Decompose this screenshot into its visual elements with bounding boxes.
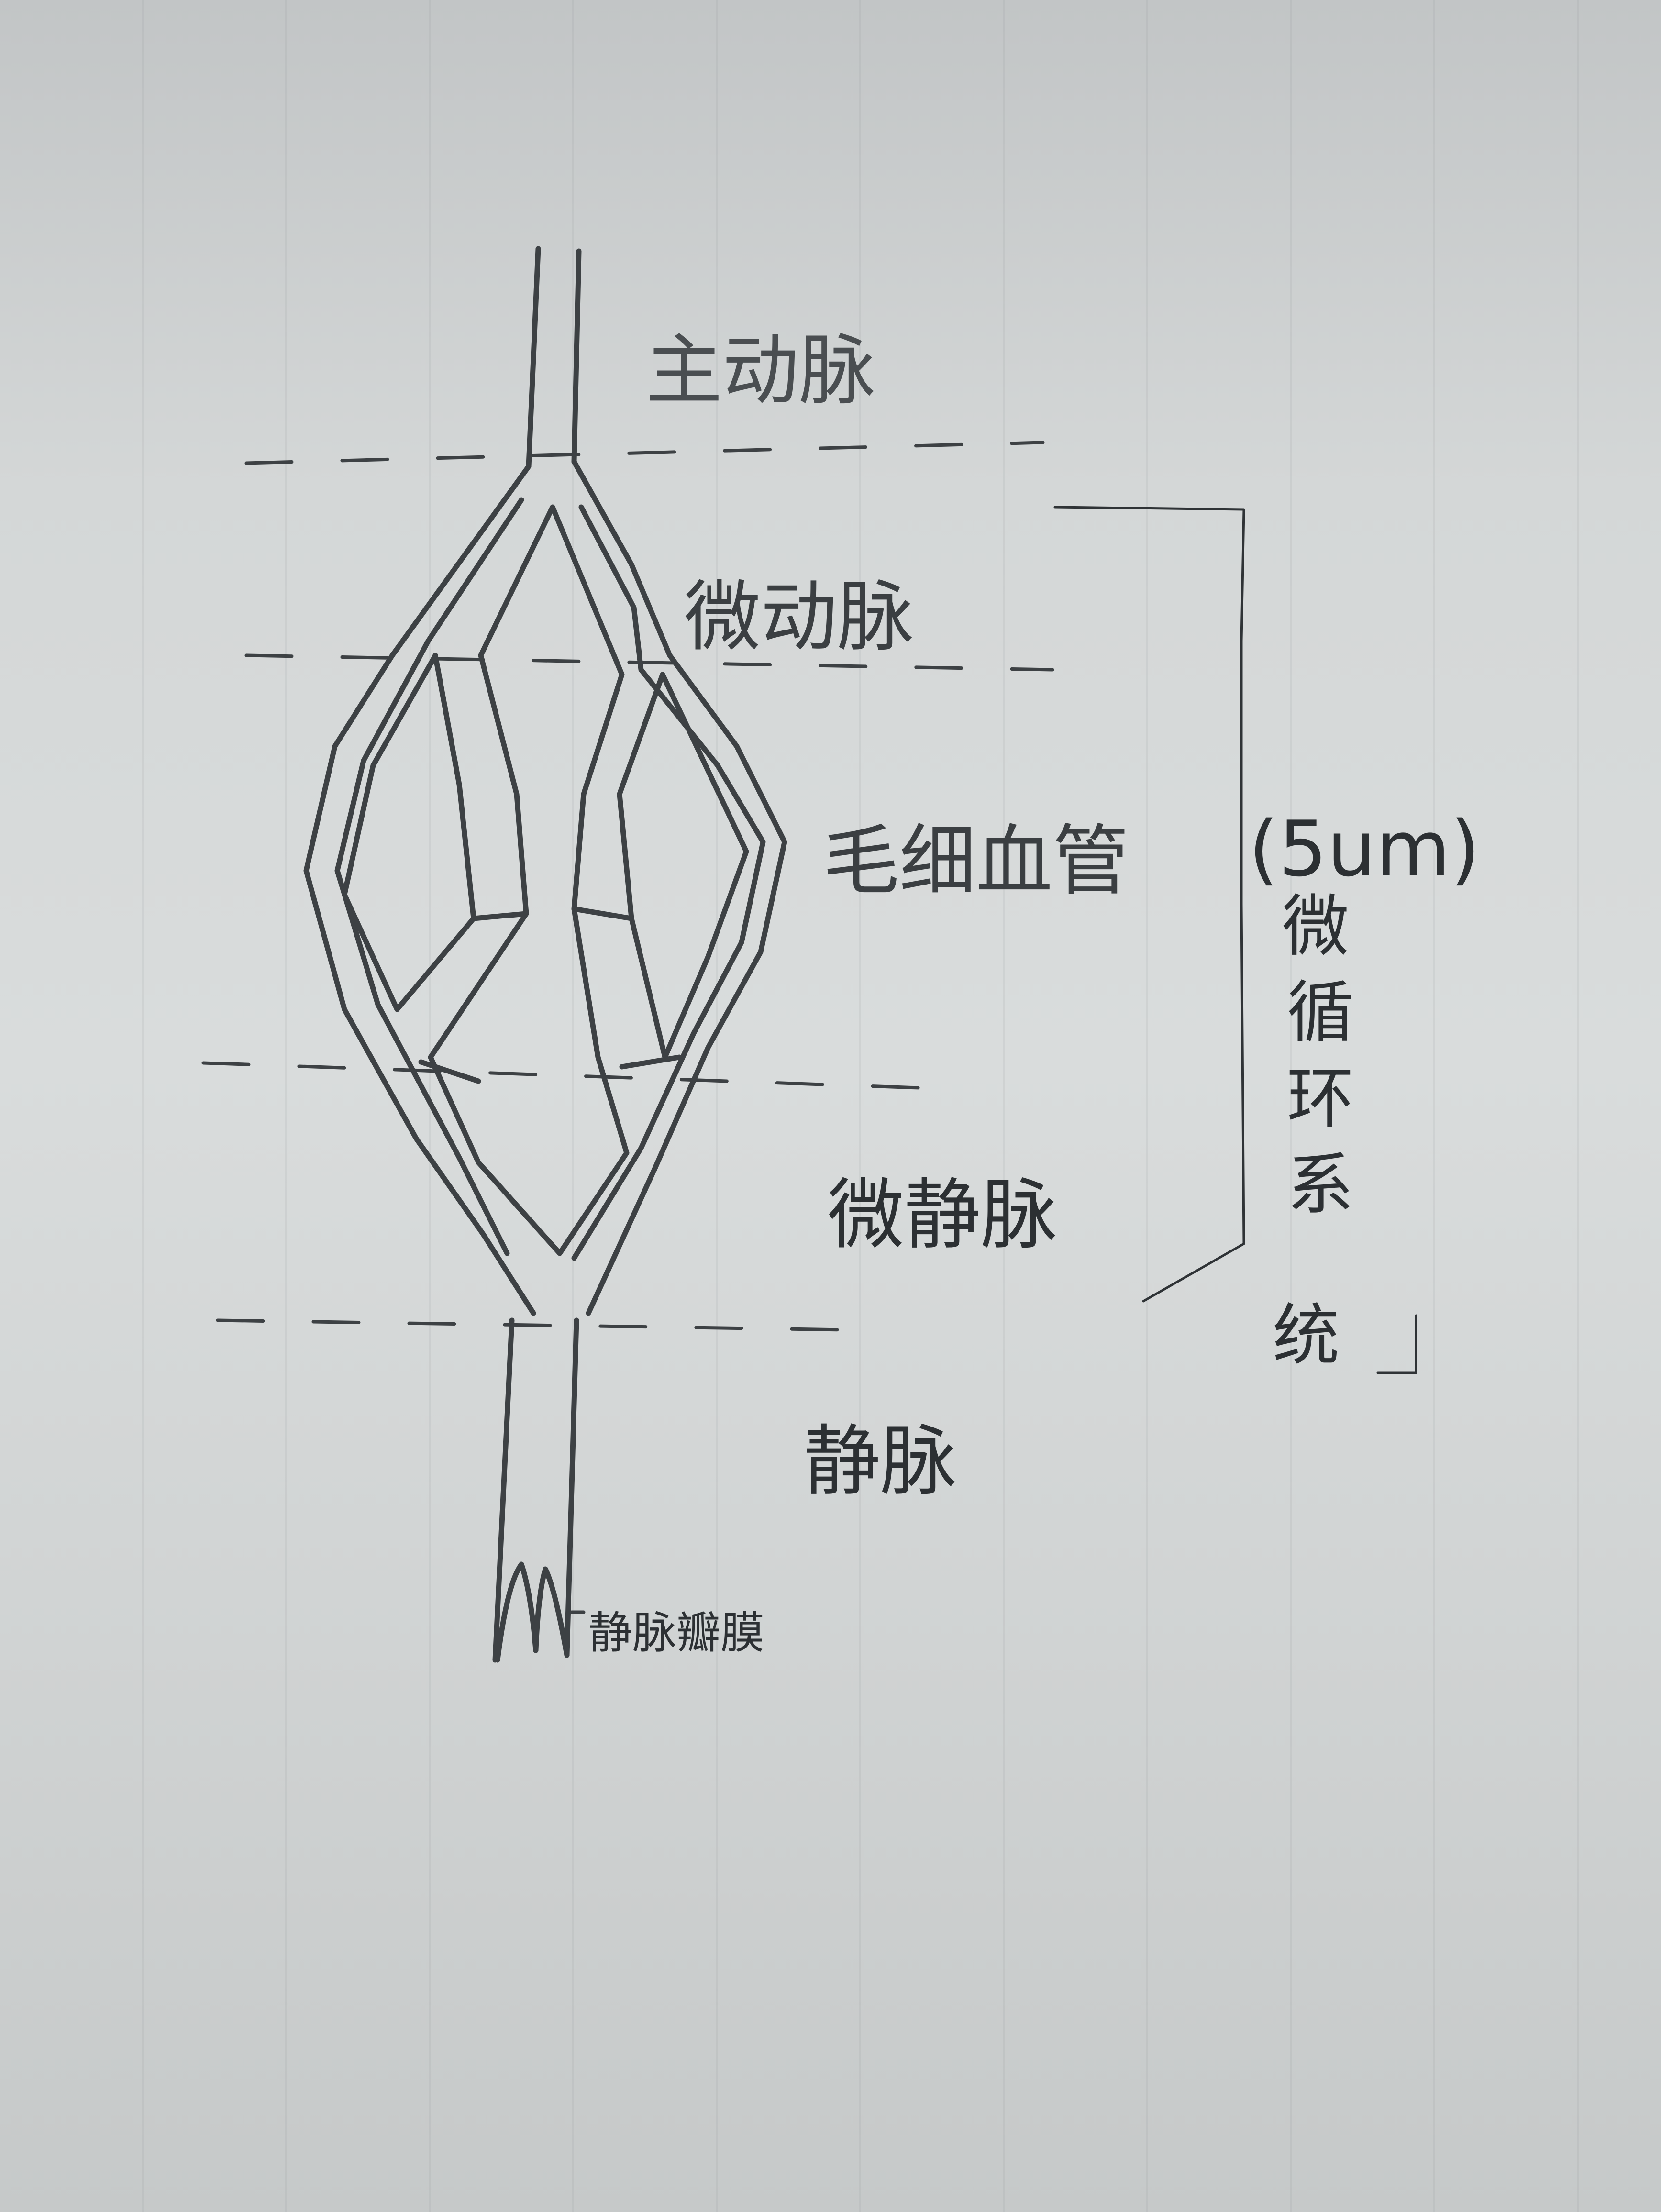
- divider-capillary-venule: [201, 1061, 935, 1090]
- microcirculation-brace: [1053, 506, 1245, 1303]
- system-char-5: 统: [1273, 1297, 1340, 1375]
- label-venule: 微静脉: [828, 1170, 1057, 1260]
- label-microcirculation-system: 微 循 环 系 统: [1273, 888, 1354, 1375]
- label-aorta: 主动脉: [646, 326, 875, 415]
- divider-arteriole-capillary: [244, 653, 1054, 672]
- system-char-2: 循: [1287, 974, 1354, 1052]
- system-char-3: 环: [1287, 1060, 1354, 1138]
- label-size-note: (5um): [1249, 804, 1480, 894]
- label-capillary: 毛细血管: [823, 816, 1129, 906]
- system-char-4: 系: [1287, 1146, 1354, 1224]
- label-vein: 静脉: [804, 1416, 957, 1506]
- vein-vessel: [492, 1317, 579, 1663]
- system-bracket: [1376, 1314, 1417, 1374]
- section-dividers: [201, 441, 1054, 1332]
- venous-valve: [495, 1561, 586, 1663]
- label-venous-valve: 静脉瓣膜: [588, 1607, 764, 1659]
- capillary-network: [303, 459, 787, 1316]
- label-arteriole: 微动脉: [684, 572, 914, 662]
- system-char-1: 微: [1282, 888, 1349, 966]
- aorta-vessel: [526, 246, 582, 469]
- divider-venule-vein: [216, 1318, 849, 1332]
- divider-aorta-arteriole: [244, 441, 1045, 465]
